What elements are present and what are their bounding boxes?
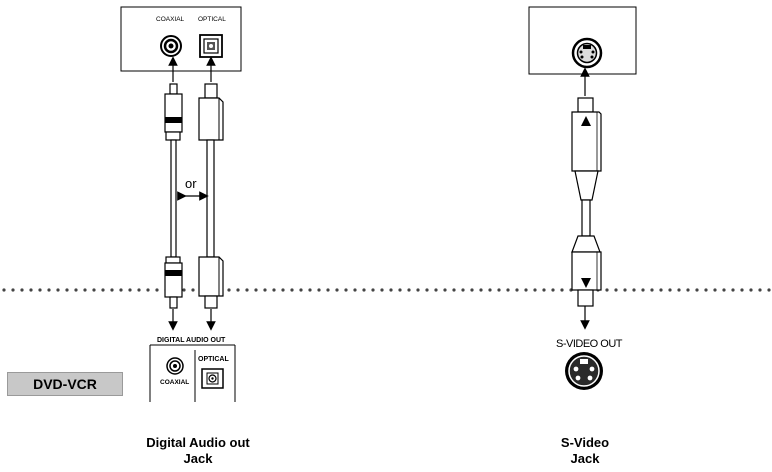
vcr-digital-audio-out-header: DIGITAL AUDIO OUT [157,337,226,344]
svideo-out-label: S-VIDEO OUT [556,338,623,350]
svideo-caption-line1: S-Video [560,435,610,450]
svideo-caption-line2: Jack [570,451,600,466]
coaxial-cable [164,56,183,331]
svideo-cable [571,67,602,330]
vcr-optical-label: OPTICAL [198,356,229,363]
vcr-digital-audio-panel [149,344,236,402]
svideo-jack-icon [571,37,603,69]
digital-audio-caption-line1: Digital Audio out [146,435,250,450]
or-label: or [185,176,197,191]
vcr-svideo-out-jack-icon [565,352,603,390]
digital-audio-caption-line2: Jack [183,451,213,466]
digital-audio-caption: Digital Audio out Jack [108,435,288,467]
player-audio-panel [120,6,242,72]
optical-cable [198,56,224,331]
player-coaxial-label: COAXIAL [156,16,185,23]
dvd-vcr-badge: DVD-VCR [7,372,123,396]
player-svideo-panel [528,6,637,75]
vcr-optical-jack-icon [201,368,224,389]
svideo-caption: S-Video Jack [520,435,650,467]
optical-jack-icon [199,34,223,58]
vcr-coaxial-jack-icon [166,357,184,375]
player-optical-label: OPTICAL [198,16,226,23]
vcr-coaxial-label: COAXIAL [160,379,190,386]
coaxial-jack-icon [160,35,182,57]
